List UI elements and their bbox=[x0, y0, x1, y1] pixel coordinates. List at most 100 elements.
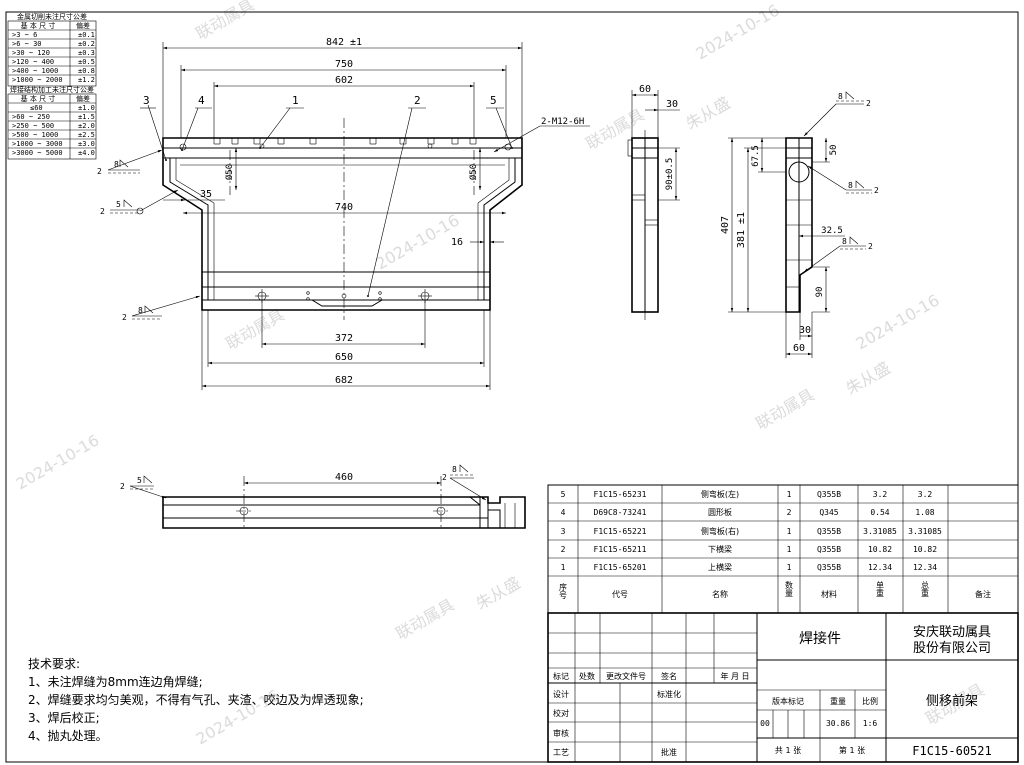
watermark-text: 联动属具 bbox=[223, 305, 288, 353]
tolerance-dev: ±4.0 bbox=[78, 149, 95, 157]
bom-cell-qty: 1 bbox=[787, 563, 792, 572]
watermark-text: 2024-10-16 bbox=[13, 431, 103, 494]
bom-cell-total: 10.82 bbox=[913, 545, 937, 554]
bom-cell-code: D69C8-73241 bbox=[594, 508, 647, 517]
weld-symbol: 8 2 bbox=[807, 165, 879, 195]
tolerance-dev: ±3.0 bbox=[78, 140, 95, 148]
tolerance-dev: ±0.5 bbox=[78, 58, 95, 66]
label-sign: 签名 bbox=[661, 671, 677, 681]
bom-cell-material: Q355B bbox=[817, 563, 841, 572]
bom-row: 1 F1C15-65201 上横梁 1 Q355B 12.34 12.34 bbox=[561, 562, 938, 572]
dimension-381: 381 ±1 bbox=[736, 212, 747, 248]
weight-value: 30.86 bbox=[826, 719, 850, 728]
drawing-name: 侧移前架 bbox=[926, 693, 978, 709]
bom-cell-unit: 0.54 bbox=[870, 508, 889, 517]
right-view: 407 381 ±1 67.5 50 32.5 90 30 60 bbox=[720, 91, 879, 358]
dimension-750: 750 bbox=[335, 59, 353, 70]
bom-cell-unit: 3.2 bbox=[873, 490, 888, 499]
bom-table: 5 F1C15-65231 侧弯板(左) 1 Q355B 3.2 3.2 4 D… bbox=[547, 484, 1019, 614]
front-view: 842 ±1 750 602 740 35 16 Ø50 Ø50 372 bbox=[97, 37, 590, 390]
weld-size: 8 bbox=[138, 306, 143, 315]
weld-count: 2 bbox=[442, 473, 447, 482]
bom-cell-total: 12.34 bbox=[913, 563, 937, 572]
tolerance-size: >3 ~ 6 bbox=[12, 31, 37, 39]
company-name-line1: 安庆联动属具 bbox=[913, 625, 991, 640]
weld-count: 2 bbox=[97, 167, 102, 176]
bom-cell-qty: 1 bbox=[787, 545, 792, 554]
weld-count: 2 bbox=[866, 99, 871, 108]
tolerance-size: >400 ~ 1000 bbox=[12, 67, 58, 75]
label-count: 处数 bbox=[579, 671, 595, 681]
bom-header-unit: 单重 bbox=[876, 580, 885, 597]
bom-row: 5 F1C15-65231 侧弯板(左) 1 Q355B 3.2 3.2 bbox=[561, 489, 933, 499]
balloon-5: 5 bbox=[490, 94, 497, 107]
tech-requirements-title: 技术要求: bbox=[28, 657, 80, 671]
dimension-842: 842 ±1 bbox=[326, 37, 362, 48]
tolerance-size: >1000 ~ 2000 bbox=[12, 76, 63, 84]
dimension-30-right: 30 bbox=[799, 325, 811, 336]
bom-cell-unit: 3.31085 bbox=[863, 527, 897, 536]
weld-symbol: 8 2 bbox=[803, 91, 871, 137]
bom-cell-name: 侧弯板(右) bbox=[701, 526, 739, 536]
tolerance-table-1: 金属切削未注尺寸公差 基 本 尺 寸 偏差 >3 ~ 6 ±0.1 >6 ~ 3… bbox=[7, 12, 97, 87]
tech-requirements: 技术要求: 1、未注焊缝为8mm连边角焊缝; 2、焊缝要求均匀美观，不得有气孔、… bbox=[28, 657, 364, 743]
dimension-phi50-right: Ø50 bbox=[468, 164, 479, 180]
dimension-602: 602 bbox=[335, 75, 353, 86]
bom-row: 2 F1C15-65211 下横梁 1 Q355B 10.82 10.82 bbox=[561, 544, 938, 554]
label-process: 工艺 bbox=[553, 748, 569, 757]
label-check: 校对 bbox=[553, 708, 569, 718]
tolerance-size: >250 ~ 500 bbox=[12, 122, 54, 130]
bom-cell-unit: 10.82 bbox=[868, 545, 892, 554]
tolerance-dev: ±2.0 bbox=[78, 122, 95, 130]
sheets-total: 共 1 张 bbox=[775, 746, 801, 755]
weld-size: 8 bbox=[848, 181, 853, 190]
watermark-text: 联动属具 bbox=[393, 595, 458, 643]
bom-header: 序号 代号 名称 数量 材料 单重 总重 备注 bbox=[559, 580, 992, 600]
watermark-text: 联动属具 bbox=[193, 0, 258, 43]
tolerance-header-dev: 偏差 bbox=[76, 21, 90, 30]
label-weight: 重量 bbox=[830, 696, 846, 706]
bom-header-no: 序号 bbox=[559, 582, 568, 600]
bom-cell-material: Q345 bbox=[819, 508, 838, 517]
bom-cell-no: 5 bbox=[561, 490, 566, 499]
tolerance-header-size: 基 本 尺 寸 bbox=[21, 94, 56, 103]
part-type: 焊接件 bbox=[799, 630, 841, 647]
bom-cell-code: F1C15-65211 bbox=[594, 545, 647, 554]
bom-cell-no: 3 bbox=[561, 527, 566, 536]
bom-cell-no: 1 bbox=[561, 563, 566, 572]
watermark-text: 2024-10-16 bbox=[853, 291, 943, 354]
dimension-407: 407 bbox=[720, 216, 731, 234]
watermark-text: 2024-10-16 bbox=[693, 1, 783, 64]
tolerance-size: >1000 ~ 3000 bbox=[12, 140, 63, 148]
weld-symbol: 8 2 bbox=[442, 464, 487, 501]
watermark-text: 联动属具 bbox=[753, 385, 818, 433]
bom-row: 3 F1C15-65221 侧弯板(右) 1 Q355B 3.31085 3.3… bbox=[561, 526, 942, 536]
watermark-text: 联动属具 bbox=[583, 105, 648, 153]
drawing-number: F1C15-60521 bbox=[912, 744, 991, 758]
tolerance-dev: ±1.0 bbox=[78, 104, 95, 112]
bom-cell-total: 1.08 bbox=[915, 508, 934, 517]
dimension-50: 50 bbox=[829, 145, 839, 156]
weld-size: 8 bbox=[452, 465, 457, 474]
tech-requirement-item: 4、抛丸处理。 bbox=[28, 728, 108, 743]
label-standard: 标准化 bbox=[657, 689, 681, 699]
dimension-32-5: 32.5 bbox=[821, 226, 843, 236]
weld-symbol: 8 2 bbox=[122, 295, 201, 322]
weld-symbol: 5 2 bbox=[120, 475, 167, 499]
bom-cell-qty: 2 bbox=[787, 508, 792, 517]
tech-requirement-item: 2、焊缝要求均匀美观，不得有气孔、夹渣、咬边及为焊透现象; bbox=[28, 692, 364, 707]
tolerance-dev: ±0.3 bbox=[78, 49, 95, 57]
dimension-740: 740 bbox=[335, 202, 353, 213]
weld-count: 2 bbox=[122, 313, 127, 322]
dimension-60-right: 60 bbox=[793, 343, 805, 354]
label-mark: 标记 bbox=[553, 671, 569, 681]
weld-symbol: 8 2 bbox=[97, 149, 163, 176]
tolerance-size: ≤60 bbox=[30, 104, 43, 112]
tolerance-dev: ±1.2 bbox=[78, 76, 95, 84]
bom-header-note: 备注 bbox=[975, 589, 991, 599]
company-name-line2: 股份有限公司 bbox=[913, 641, 991, 656]
bom-header-code: 代号 bbox=[612, 589, 628, 599]
bom-cell-name: 圆形板 bbox=[708, 507, 732, 517]
dimension-372: 372 bbox=[335, 333, 353, 344]
